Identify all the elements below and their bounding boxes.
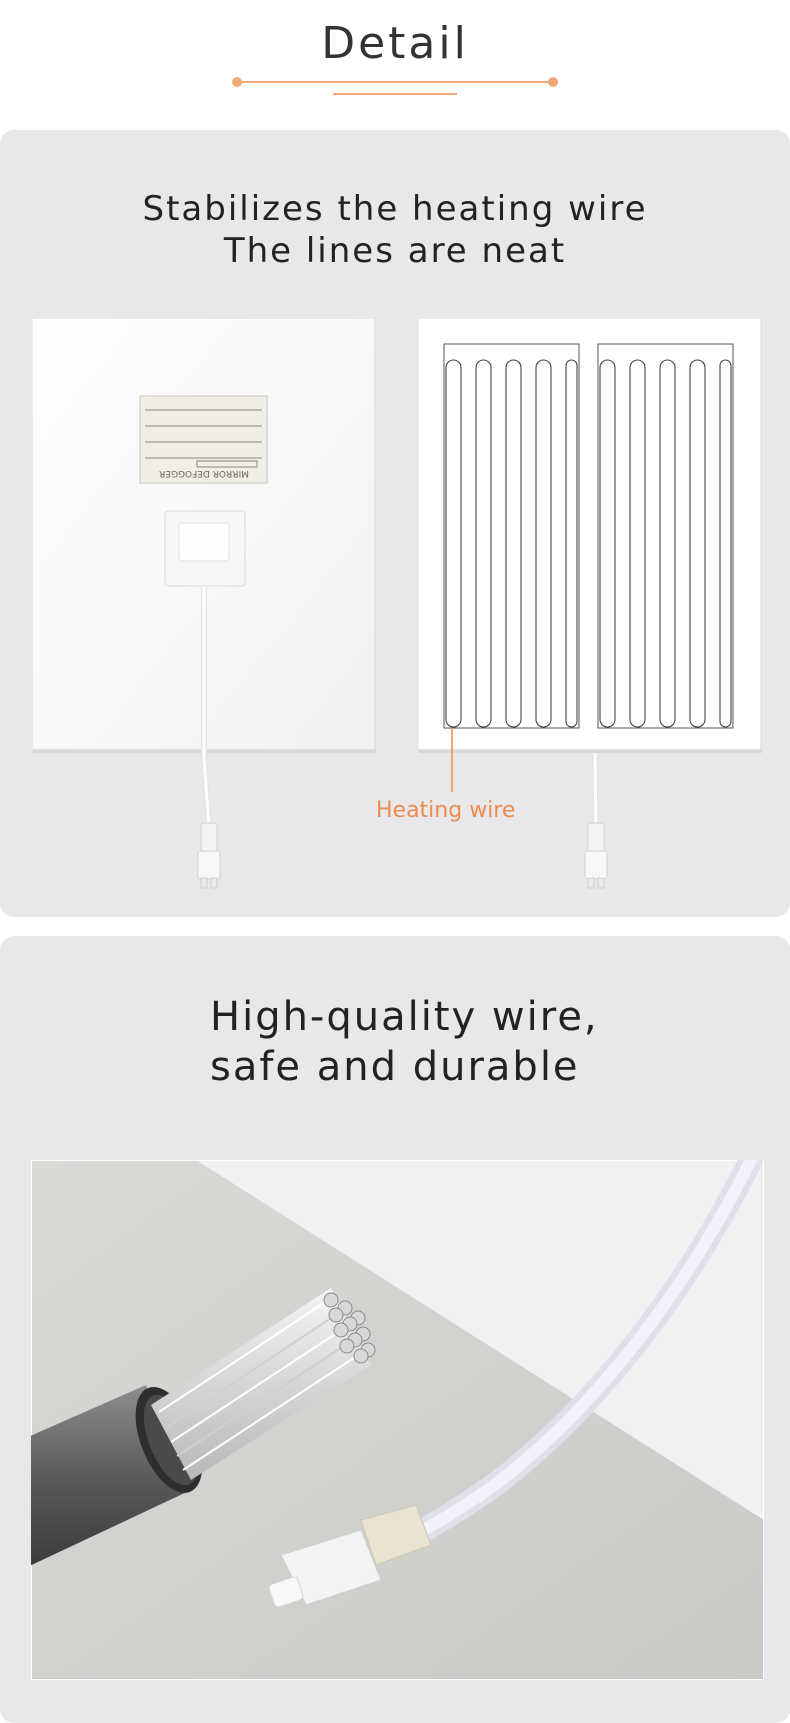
section1-title-line2: The lines are neat <box>223 231 567 271</box>
label-text: MIRROR DEFOGGER <box>159 468 249 478</box>
header: Detail <box>0 0 790 130</box>
cable-connector <box>268 1504 432 1608</box>
title-divider-line <box>237 81 553 83</box>
page-title: Detail <box>321 18 469 69</box>
divider-dot-left <box>232 77 242 87</box>
wire-closeup-image <box>31 1160 764 1680</box>
divider-dot-right <box>548 77 558 87</box>
title-underline <box>333 93 457 95</box>
product-label: MIRROR DEFOGGER <box>139 395 268 484</box>
section1-title-line1: Stabilizes the heating wire <box>142 189 648 229</box>
section-heating-wire: Stabilizes the heating wire The lines ar… <box>0 130 790 917</box>
serpentine-heating-wire <box>445 359 732 728</box>
heating-wire-diagram <box>418 318 762 889</box>
section2-title-line2: safe and durable <box>210 1044 580 1090</box>
heating-wire-callout: Heating wire <box>376 798 516 823</box>
section1-title: Stabilizes the heating wire The lines ar… <box>0 188 790 272</box>
section-wire-quality: High-quality wire, safe and durable <box>0 936 790 1723</box>
section2-title: High-quality wire, safe and durable <box>210 992 599 1092</box>
wire-strands <box>151 1288 376 1480</box>
section2-title-line1: High-quality wire, <box>210 994 599 1040</box>
defogger-back-image: MIRROR DEFOGGER <box>32 318 376 889</box>
